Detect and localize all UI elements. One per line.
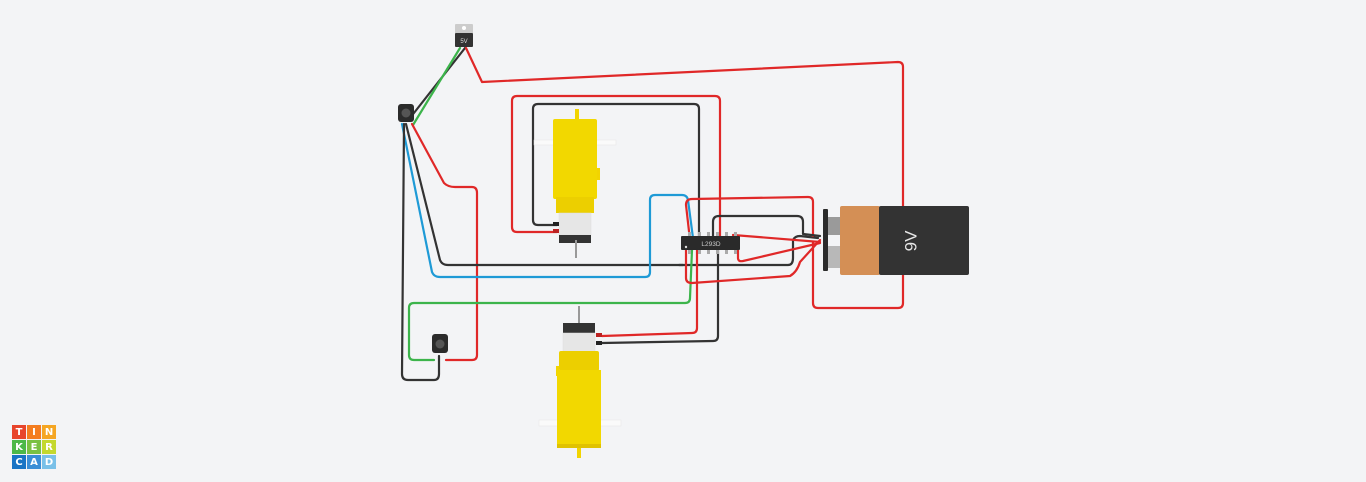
l293d-ic[interactable]: L293D (681, 232, 740, 254)
sensor-bottom[interactable] (432, 334, 448, 353)
logo-letter: D (42, 455, 56, 469)
logo-letter: T (12, 425, 26, 439)
logo-letter: C (12, 455, 26, 469)
wire-black[interactable] (531, 102, 701, 242)
logo-letter: E (27, 440, 41, 454)
logo-letter: N (42, 425, 56, 439)
logo-letter: R (42, 440, 56, 454)
logo-letter: I (27, 425, 41, 439)
logo-letter: K (12, 440, 26, 454)
voltage-regulator[interactable]: 5V (455, 24, 473, 47)
wire-red[interactable] (731, 233, 822, 244)
logo-letter: A (27, 455, 41, 469)
wires (400, 46, 905, 382)
ic-label: L293D (701, 241, 720, 248)
wire-red[interactable] (410, 122, 479, 362)
wire-red[interactable] (684, 195, 815, 242)
wire-red[interactable] (600, 248, 699, 338)
battery-label: 9V (901, 230, 920, 251)
wire-red[interactable] (684, 238, 822, 285)
wire-red[interactable] (510, 94, 722, 242)
wire-black[interactable] (711, 214, 822, 242)
wire-blue[interactable] (400, 122, 695, 279)
wire-black[interactable] (600, 248, 720, 345)
wire-black[interactable] (400, 122, 441, 382)
wire-black[interactable] (404, 122, 820, 267)
regulator-label: 5V (460, 39, 467, 45)
battery-9v[interactable]: 9V (823, 206, 969, 275)
wire-green[interactable] (407, 248, 694, 362)
wire-red[interactable] (736, 235, 822, 263)
motor-bottom[interactable] (538, 306, 622, 458)
tinkercad-logo[interactable]: T I N K E R C A D (12, 425, 56, 469)
wire-green[interactable] (411, 46, 462, 127)
sensor-top[interactable] (398, 104, 414, 122)
wire-red[interactable] (464, 46, 905, 310)
motor-top[interactable] (533, 109, 617, 258)
